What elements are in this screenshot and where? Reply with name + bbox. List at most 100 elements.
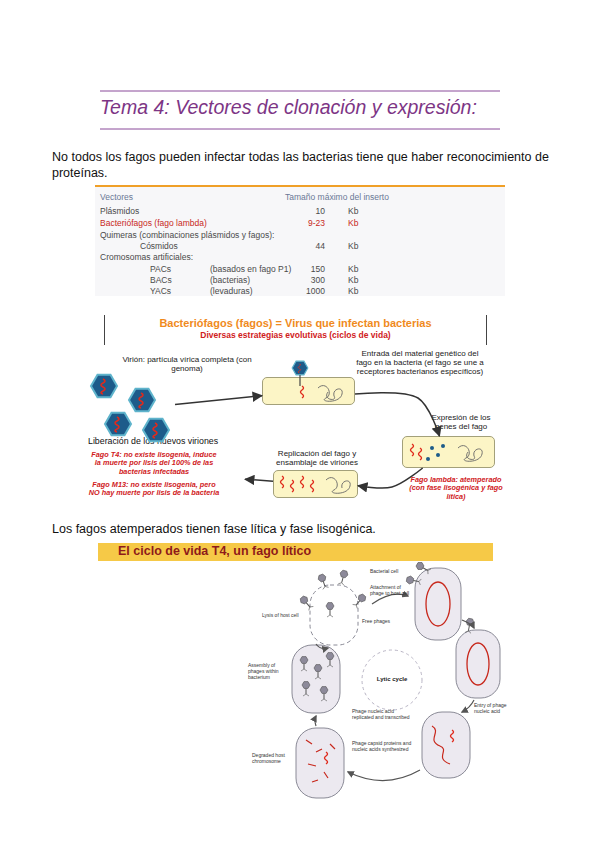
table-cell: Kb (348, 206, 358, 216)
phage-symbol (302, 682, 310, 696)
chromosome-fragments (306, 740, 335, 782)
table-cell: Kb (348, 275, 358, 285)
cycle-arrow (316, 644, 328, 649)
node-text: Diversas estrategias evolutivas (ciclos … (105, 330, 486, 340)
table-cell: Bacteriófagos (fago lambda) (100, 218, 207, 228)
phage-symbol (464, 618, 474, 634)
virion-symbol (105, 413, 131, 436)
cycle-arrow (462, 620, 474, 628)
table-background (95, 186, 505, 296)
virion-symbol (292, 361, 308, 375)
phage-symbol (415, 561, 431, 575)
table-cell: 150 (290, 264, 325, 274)
cycle-arrow (462, 700, 474, 712)
cycle-arrow (315, 716, 316, 726)
note: Fago lambda: atemperado (con fase lisogé… (406, 476, 506, 501)
dna-symbol (451, 730, 454, 742)
phage-symbol (326, 603, 334, 617)
figure-label: Phage nucleic acid replicated and transc… (352, 708, 414, 720)
phage-symbol (317, 573, 329, 589)
bacterium (456, 630, 500, 698)
flow-arrow (245, 479, 273, 481)
phage-symbol (314, 665, 322, 679)
flow-arrow (355, 393, 439, 436)
bacterium (415, 568, 461, 640)
cycle-ring (362, 650, 422, 710)
node-text: Liberación de los nuevos viriones (88, 436, 245, 446)
phage-symbol (326, 653, 334, 667)
table-cell: 300 (290, 275, 325, 285)
table-cell: PACs (150, 264, 171, 274)
node-text: Virión: partícula vírica completa (con g… (112, 355, 262, 373)
phage-symbol (299, 595, 314, 611)
header-box: Bacteriófagos (fagos) = Virus que infect… (104, 315, 487, 345)
t4-cycle-art (292, 561, 500, 798)
table-cell: (basados en fago P1) (210, 264, 291, 274)
title-rule (100, 129, 500, 130)
table-cell: Kb (348, 264, 358, 274)
lysed-bacterium (310, 585, 358, 645)
table-cell: Quimeras (combinaciones plásmidos y fago… (100, 230, 274, 240)
table-cell: Kb (348, 241, 358, 251)
table-cell: 10 (290, 206, 325, 216)
figure-label: Degraded host chromosome (252, 752, 294, 764)
figure-label: Lytic cycle (370, 676, 414, 683)
table-cell: (bacterias) (210, 275, 250, 285)
table-cell: (levaduras) (210, 286, 253, 296)
node-text: Entrada del material genético del fago e… (355, 349, 485, 376)
banner-background (98, 543, 493, 561)
phage-symbol (406, 575, 422, 585)
flow-arrow (175, 396, 262, 405)
phage-symbol (300, 657, 308, 671)
paragraph: Los fagos atemperados tienen fase lítica… (52, 521, 552, 537)
table-cell: Plásmidos (100, 206, 139, 216)
figure-label: Lysis of host cell (262, 612, 306, 618)
node-text: Bacteriófagos (fagos) = Virus que infect… (105, 317, 486, 330)
table-cell: Cromosomas artificiales: (100, 252, 193, 262)
table-cell: 9-23 (290, 218, 325, 228)
bacterium (296, 728, 344, 798)
chromosome-symbol (432, 726, 450, 764)
release-group: Liberación de los nuevos virionesFago T4… (88, 436, 245, 512)
table-cell: Kb (348, 286, 358, 296)
chromosome-symbol (426, 582, 450, 626)
table-rule (95, 185, 505, 187)
phage-symbol (337, 570, 348, 586)
table-cell: 1000 (290, 286, 325, 296)
table-cell: 44 (290, 241, 325, 251)
table-cell: BACs (150, 275, 172, 285)
banner-text: El ciclo de vida T4, un fago lítico (118, 544, 311, 559)
bacterium (292, 645, 340, 713)
phage-symbol (352, 593, 367, 609)
dna-symbol (325, 752, 328, 764)
node-text: Expresión de los genes del fago (425, 413, 497, 431)
bacterium-box: Expresión de los genes del fago (402, 436, 495, 468)
bacterium-box: Entrada del material genético del fago e… (262, 377, 355, 405)
figure-label: Phage capsid proteins and nucleic acids … (352, 740, 414, 752)
virion-group: Virión: partícula vírica completa (con g… (88, 376, 175, 442)
figure-label: Free phages (362, 618, 398, 624)
table-header: Tamaño máximo del inserto (285, 192, 389, 202)
table-cell: Cósmidos (140, 241, 178, 251)
chromosome-symbol (467, 643, 489, 685)
table-header: Vectores (100, 192, 133, 202)
figure-label: Assembly of phages within bacterium (248, 662, 290, 680)
bacterium (422, 712, 470, 778)
node-text: Replicación del fago y ensamblaje de vir… (268, 449, 366, 467)
table-cell: YACs (150, 286, 171, 296)
title-rule (100, 91, 500, 92)
figure-label: Attachment of phage to host cell (370, 584, 412, 596)
node-text: Fago M13: no existe lisogenia, pero NO h… (88, 481, 220, 498)
virion-symbol (129, 389, 155, 412)
figure-label: Bacterial cell (370, 568, 412, 574)
phage-symbol (320, 687, 328, 701)
bacterium-box: Replicación del fago y ensamblaje de vir… (273, 470, 358, 498)
cycle-arrow (348, 770, 420, 781)
paragraph: No todos los fagos pueden infectar todas… (52, 149, 552, 181)
table-cell: Kb (348, 218, 358, 228)
page-title: Tema 4: Vectores de clonación y expresió… (100, 96, 477, 119)
